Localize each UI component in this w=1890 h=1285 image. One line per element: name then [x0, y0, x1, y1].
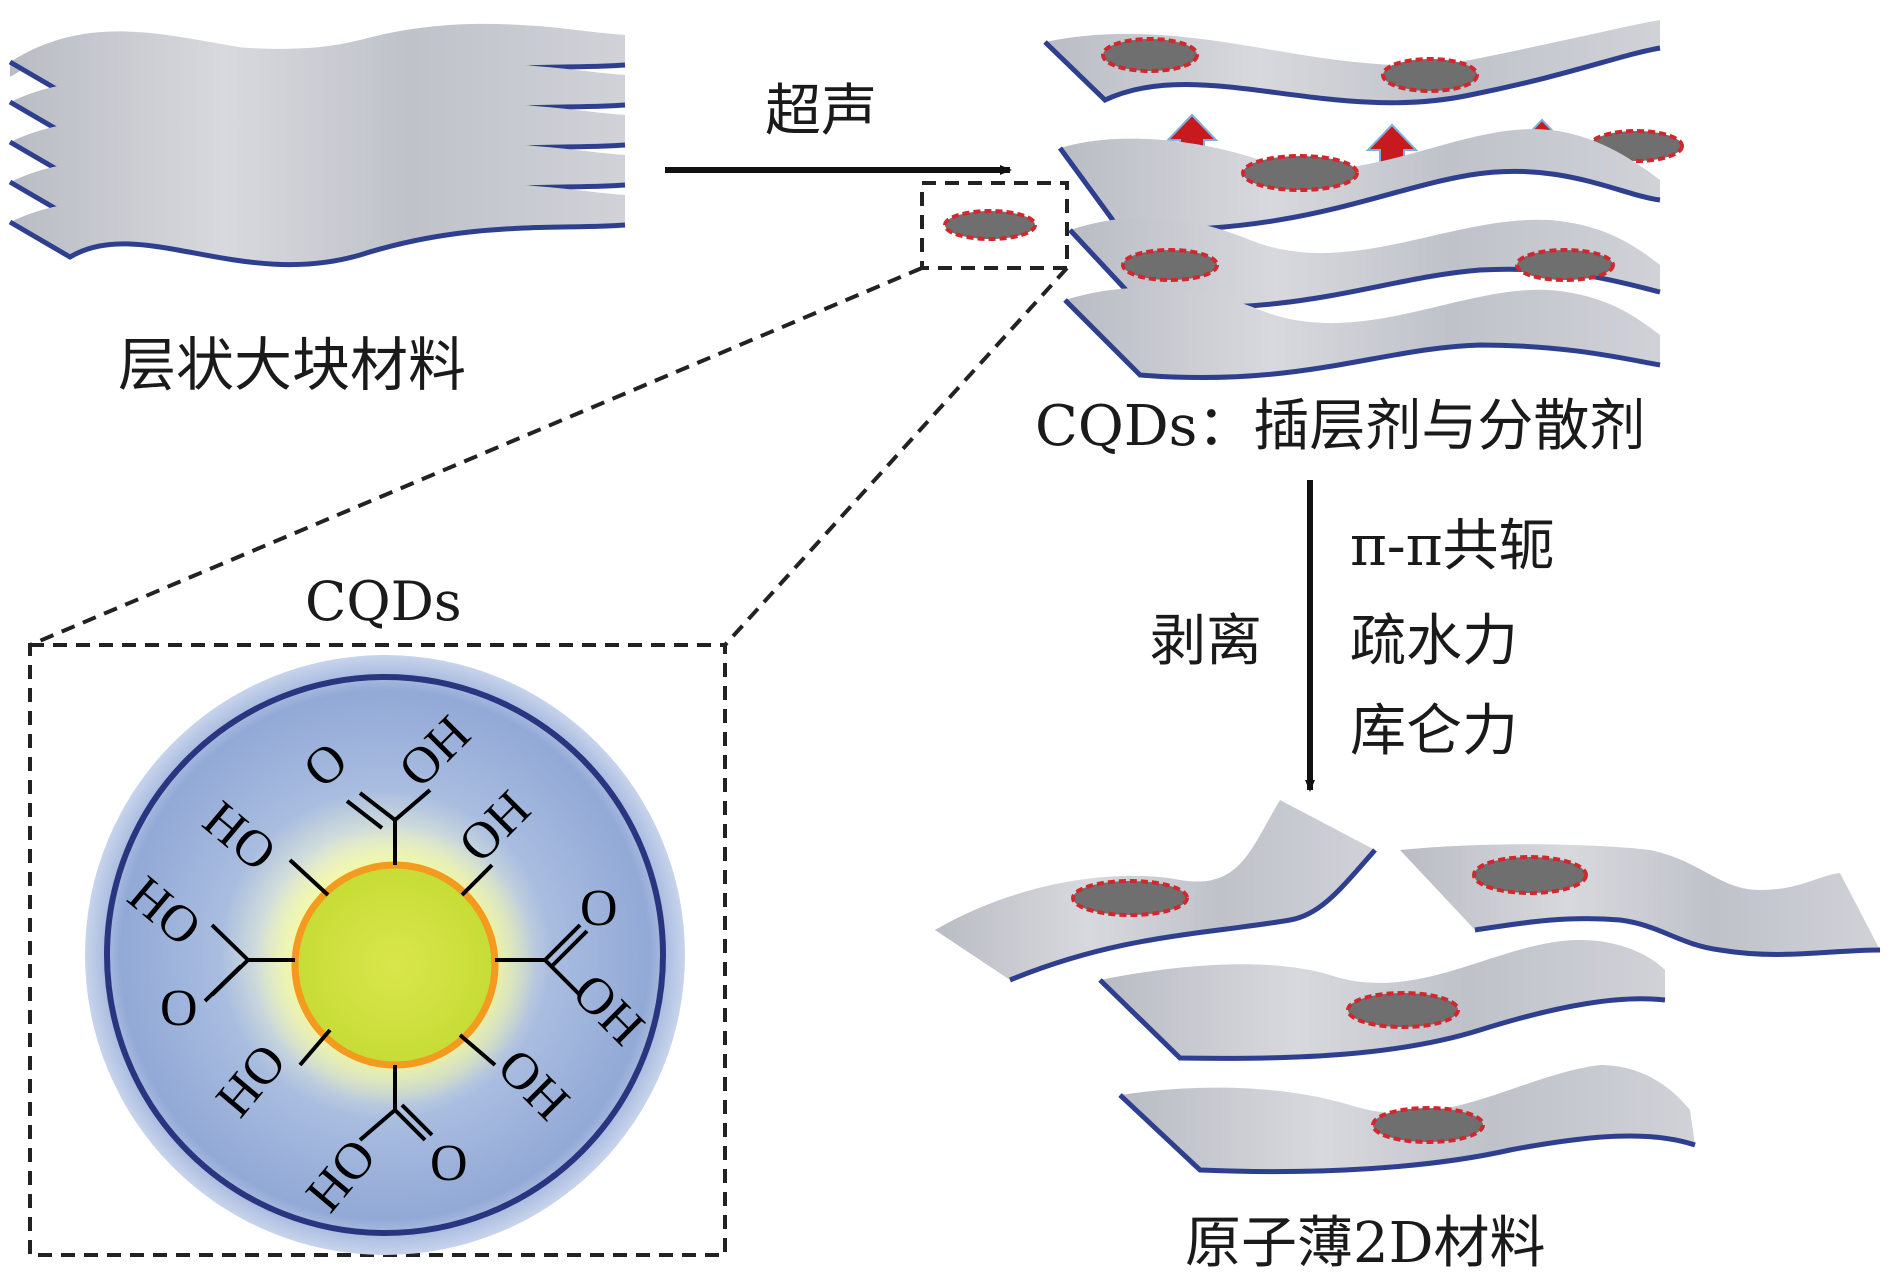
force-hydrophobic-label: 疏水力 — [1350, 609, 1518, 674]
cqd-dot — [1472, 855, 1588, 895]
force-coulomb-label: 库仑力 — [1350, 699, 1518, 764]
cqd-outline — [104, 674, 666, 1236]
cqd-dot — [1121, 248, 1219, 282]
group-o-right: O — [580, 880, 618, 937]
zoom-detail-box — [28, 643, 727, 1257]
cqd-illustration: O OH OH O OH OH O HO HO O HO HO — [85, 655, 685, 1255]
bulk-sheet-5 — [8, 183, 626, 268]
cqd-dot — [943, 209, 1037, 241]
cqd-dot — [1381, 57, 1479, 93]
cqd-dot — [1241, 154, 1359, 192]
intercalated-sheet-3 — [1068, 217, 1661, 311]
cqds-title: CQDs — [305, 570, 462, 633]
zoom-source-box — [920, 181, 1069, 270]
cqd-dot — [1371, 1106, 1485, 1144]
cqd-dot — [1101, 37, 1199, 73]
cqd-dot — [1515, 248, 1615, 282]
exfoliated-sheet-left — [935, 800, 1377, 983]
bulk-label: 层状大块材料 — [118, 331, 466, 399]
intercalated-stack — [1043, 20, 1684, 381]
exfoliated-sheets — [935, 800, 1881, 1175]
cqd-dot — [1346, 991, 1460, 1029]
exfoliated-sheet-right — [1400, 844, 1881, 957]
bulk-stack — [8, 23, 626, 268]
intercalated-sheet-2 — [1057, 129, 1661, 233]
ultrasound-label: 超声 — [765, 79, 877, 144]
cqd-dot — [1071, 879, 1189, 917]
bonds — [203, 788, 589, 1142]
group-o-left: O — [160, 980, 198, 1037]
exfoliated-sheet-middle — [1098, 940, 1666, 1061]
force-pi-label: π-π共轭 — [1350, 514, 1555, 579]
cqds-role-label: CQDs：插层剂与分散剂 — [1035, 394, 1645, 459]
intercalated-sheet-top — [1043, 20, 1661, 106]
exfoliation-label: 剥离 — [1150, 609, 1262, 674]
exfoliated-sheet-bottom — [1118, 1065, 1696, 1175]
group-o-bottom: O — [430, 1135, 468, 1192]
intercalated-sheet-4 — [1063, 287, 1661, 381]
zoom-leader-lines — [29, 266, 1069, 647]
product-label: 原子薄2D材料 — [1185, 1211, 1546, 1276]
